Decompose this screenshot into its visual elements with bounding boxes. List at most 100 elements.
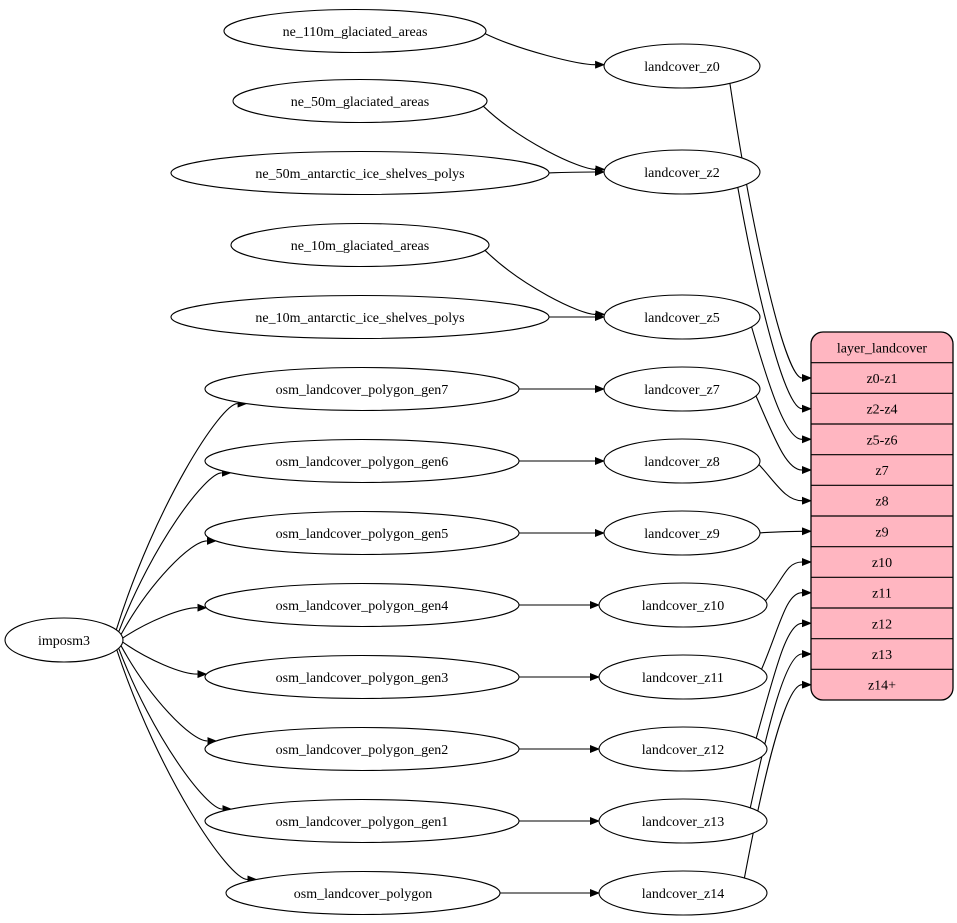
record-field-z9: z9: [875, 525, 888, 540]
node-osm_landcover_polygon_gen2-label: osm_landcover_polygon_gen2: [276, 743, 449, 758]
node-landcover_z5-shape: [603, 294, 761, 340]
edge-ne_50m_antarctic_ice_shelves_polys-to-landcover_z2: [548, 168, 605, 176]
edge-landcover_z10-to-layer_landcover-z10: [765, 558, 812, 602]
edge-landcover_z2-to-layer_landcover-z2-z4: [737, 187, 812, 413]
node-osm_landcover_polygon-shape: [225, 870, 501, 916]
edge-landcover_z11-to-layer_landcover-z11: [761, 588, 812, 670]
edge-landcover_z14-to-layer_landcover-z14+: [743, 680, 812, 879]
node-osm_landcover_polygon_gen3: osm_landcover_polygon_gen3: [204, 654, 520, 700]
edge-landcover_z5-to-layer_landcover-z5-z6: [751, 326, 812, 444]
edge-landcover_z7-to-layer_landcover-z7: [755, 395, 812, 474]
node-landcover_z9: landcover_z9: [603, 510, 761, 556]
edge-landcover_z8-to-layer_landcover-z8: [758, 464, 812, 505]
node-osm_landcover_polygon_gen1-shape: [204, 798, 520, 844]
record-field-z0-z1: z0-z1: [866, 372, 897, 387]
node-ne_50m_antarctic_ice_shelves_polys: ne_50m_antarctic_ice_shelves_polys: [170, 150, 550, 196]
edge-ne_50m_glaciated_areas-to-landcover_z2: [482, 105, 606, 174]
node-osm_landcover_polygon_gen2: osm_landcover_polygon_gen2: [204, 726, 520, 772]
node-landcover_z12-shape: [598, 726, 768, 772]
node-ne_50m_glaciated_areas-label: ne_50m_glaciated_areas: [291, 95, 429, 110]
node-landcover_z13: landcover_z13: [598, 798, 768, 844]
record-field-z10: z10: [872, 556, 892, 571]
node-ne_10m_glaciated_areas-shape: [230, 222, 490, 268]
node-landcover_z14: landcover_z14: [598, 870, 768, 916]
node-landcover_z2: landcover_z2: [603, 149, 761, 195]
edge-landcover_z9-to-layer_landcover-z9: [759, 527, 812, 536]
node-landcover_z2-shape: [603, 149, 761, 195]
record-field-z7: z7: [875, 464, 888, 479]
node-landcover_z0-label: landcover_z0: [644, 60, 719, 75]
node-landcover_z9-shape: [603, 510, 761, 556]
node-osm_landcover_polygon_gen5-shape: [204, 510, 520, 556]
node-imposm3: imposm3: [4, 617, 124, 663]
node-landcover_z8-shape: [603, 438, 761, 484]
node-landcover_z10: landcover_z10: [598, 582, 768, 628]
edge-imposm3-to-osm_landcover_polygon_gen5: [120, 536, 217, 635]
node-osm_landcover_polygon_gen7-label: osm_landcover_polygon_gen7: [276, 383, 449, 398]
node-osm_landcover_polygon_gen3-label: osm_landcover_polygon_gen3: [276, 671, 449, 686]
node-landcover_z11: landcover_z11: [598, 654, 768, 700]
record-field-z12: z12: [872, 617, 892, 632]
record-layer-landcover: layer_landcoverz0-z1z2-z4z5-z6z7z8z9z10z…: [810, 331, 954, 701]
edge-imposm3-to-osm_landcover_polygon_gen7: [115, 399, 248, 630]
node-landcover_z13-label: landcover_z13: [642, 815, 724, 830]
record-field-z14+: z14+: [868, 679, 896, 694]
record-field-z11: z11: [872, 587, 892, 602]
node-landcover_z11-shape: [598, 654, 768, 700]
node-osm_landcover_polygon_gen1: osm_landcover_polygon_gen1: [204, 798, 520, 844]
node-imposm3-label: imposm3: [38, 634, 90, 649]
node-ne_50m_antarctic_ice_shelves_polys-shape: [170, 150, 550, 196]
node-osm_landcover_polygon_gen1-label: osm_landcover_polygon_gen1: [276, 815, 449, 830]
edge-landcover_z0-to-layer_landcover-z0-z1: [729, 83, 812, 382]
node-landcover_z7-shape: [603, 366, 761, 412]
node-landcover_z8: landcover_z8: [603, 438, 761, 484]
node-landcover_z8-label: landcover_z8: [644, 455, 719, 470]
node-osm_landcover_polygon_gen6: osm_landcover_polygon_gen6: [204, 438, 520, 484]
edge-landcover_z13-to-layer_landcover-z13: [749, 650, 812, 808]
node-landcover_z5: landcover_z5: [603, 294, 761, 340]
node-ne_50m_antarctic_ice_shelves_polys-label: ne_50m_antarctic_ice_shelves_polys: [255, 167, 464, 182]
node-landcover_z7: landcover_z7: [603, 366, 761, 412]
node-landcover_z14-shape: [598, 870, 768, 916]
edge-imposm3-to-osm_landcover_polygon_gen4: [122, 603, 208, 639]
record-field-z2-z4: z2-z4: [866, 403, 897, 418]
edge-landcover_z12-to-layer_landcover-z12: [755, 619, 812, 739]
node-osm_landcover_polygon_gen7-shape: [204, 366, 520, 412]
node-osm_landcover_polygon: osm_landcover_polygon: [225, 870, 501, 916]
node-landcover_z14-label: landcover_z14: [642, 887, 724, 902]
node-ne_10m_antarctic_ice_shelves_polys-shape: [170, 294, 550, 340]
node-ne_110m_glaciated_areas: ne_110m_glaciated_areas: [223, 8, 487, 54]
node-ne_50m_glaciated_areas-shape: [232, 78, 488, 124]
record-field-z8: z8: [875, 495, 888, 510]
record-title: layer_landcover: [837, 341, 928, 356]
node-landcover_z12-label: landcover_z12: [642, 743, 724, 758]
node-ne_110m_glaciated_areas-shape: [223, 8, 487, 54]
node-osm_landcover_polygon_gen3-shape: [204, 654, 520, 700]
edge-imposm3-to-osm_landcover_polygon_gen2: [120, 645, 218, 745]
node-osm_landcover_polygon_gen4-label: osm_landcover_polygon_gen4: [276, 599, 449, 614]
node-osm_landcover_polygon_gen7: osm_landcover_polygon_gen7: [204, 366, 520, 412]
node-osm_landcover_polygon-label: osm_landcover_polygon: [294, 887, 432, 902]
node-landcover_z10-shape: [598, 582, 768, 628]
node-osm_landcover_polygon_gen2-shape: [204, 726, 520, 772]
record-field-z13: z13: [872, 648, 892, 663]
node-landcover_z2-label: landcover_z2: [644, 166, 719, 181]
node-landcover_z10-label: landcover_z10: [642, 599, 724, 614]
node-imposm3-shape: [4, 617, 124, 663]
edge-imposm3-to-osm_landcover_polygon_gen6: [118, 468, 232, 632]
edge-imposm3-to-osm_landcover_polygon: [116, 649, 258, 884]
node-landcover_z7-label: landcover_z7: [644, 383, 719, 398]
node-landcover_z9-label: landcover_z9: [644, 527, 719, 542]
node-ne_110m_glaciated_areas-label: ne_110m_glaciated_areas: [283, 25, 428, 40]
node-osm_landcover_polygon_gen5-label: osm_landcover_polygon_gen5: [276, 527, 449, 542]
node-landcover_z0-shape: [603, 43, 761, 89]
node-ne_10m_glaciated_areas-label: ne_10m_glaciated_areas: [291, 239, 429, 254]
edge-imposm3-to-osm_landcover_polygon_gen3: [122, 641, 208, 679]
node-osm_landcover_polygon_gen4-shape: [204, 582, 520, 628]
node-ne_10m_glaciated_areas: ne_10m_glaciated_areas: [230, 222, 490, 268]
node-landcover_z0: landcover_z0: [603, 43, 761, 89]
node-landcover_z5-label: landcover_z5: [644, 311, 719, 326]
node-ne_50m_glaciated_areas: ne_50m_glaciated_areas: [232, 78, 488, 124]
